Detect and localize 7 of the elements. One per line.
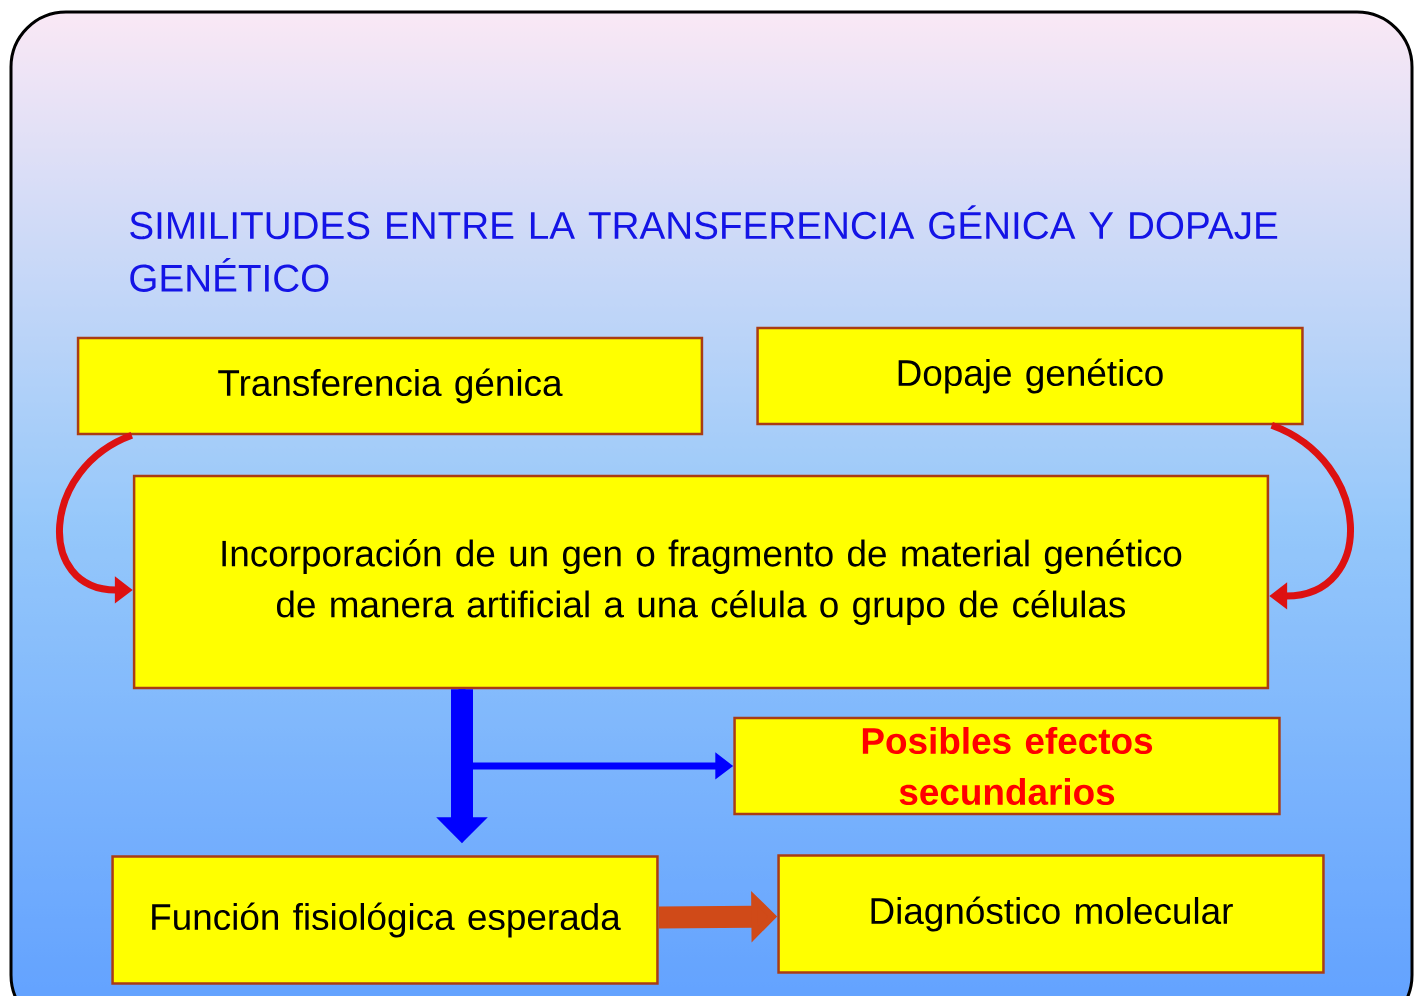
process-box: Función fisiológica esperada	[111, 855, 659, 985]
process-box: Posibles efectos secundarios	[733, 716, 1281, 816]
process-box: Incorporación de un gen o fragmento de material genético de manera artificial a una célula o grupo de células	[132, 474, 1270, 690]
process-box: Transferencia génica	[76, 336, 704, 436]
title: SIMILITUDES ENTRE LA TRANSFERENCIA GÉNICA Y DOPAJE GENÉTICO	[130, 205, 1278, 292]
process-box: Dopaje genético	[756, 326, 1304, 426]
process-box: Diagnóstico molecular	[777, 854, 1325, 974]
